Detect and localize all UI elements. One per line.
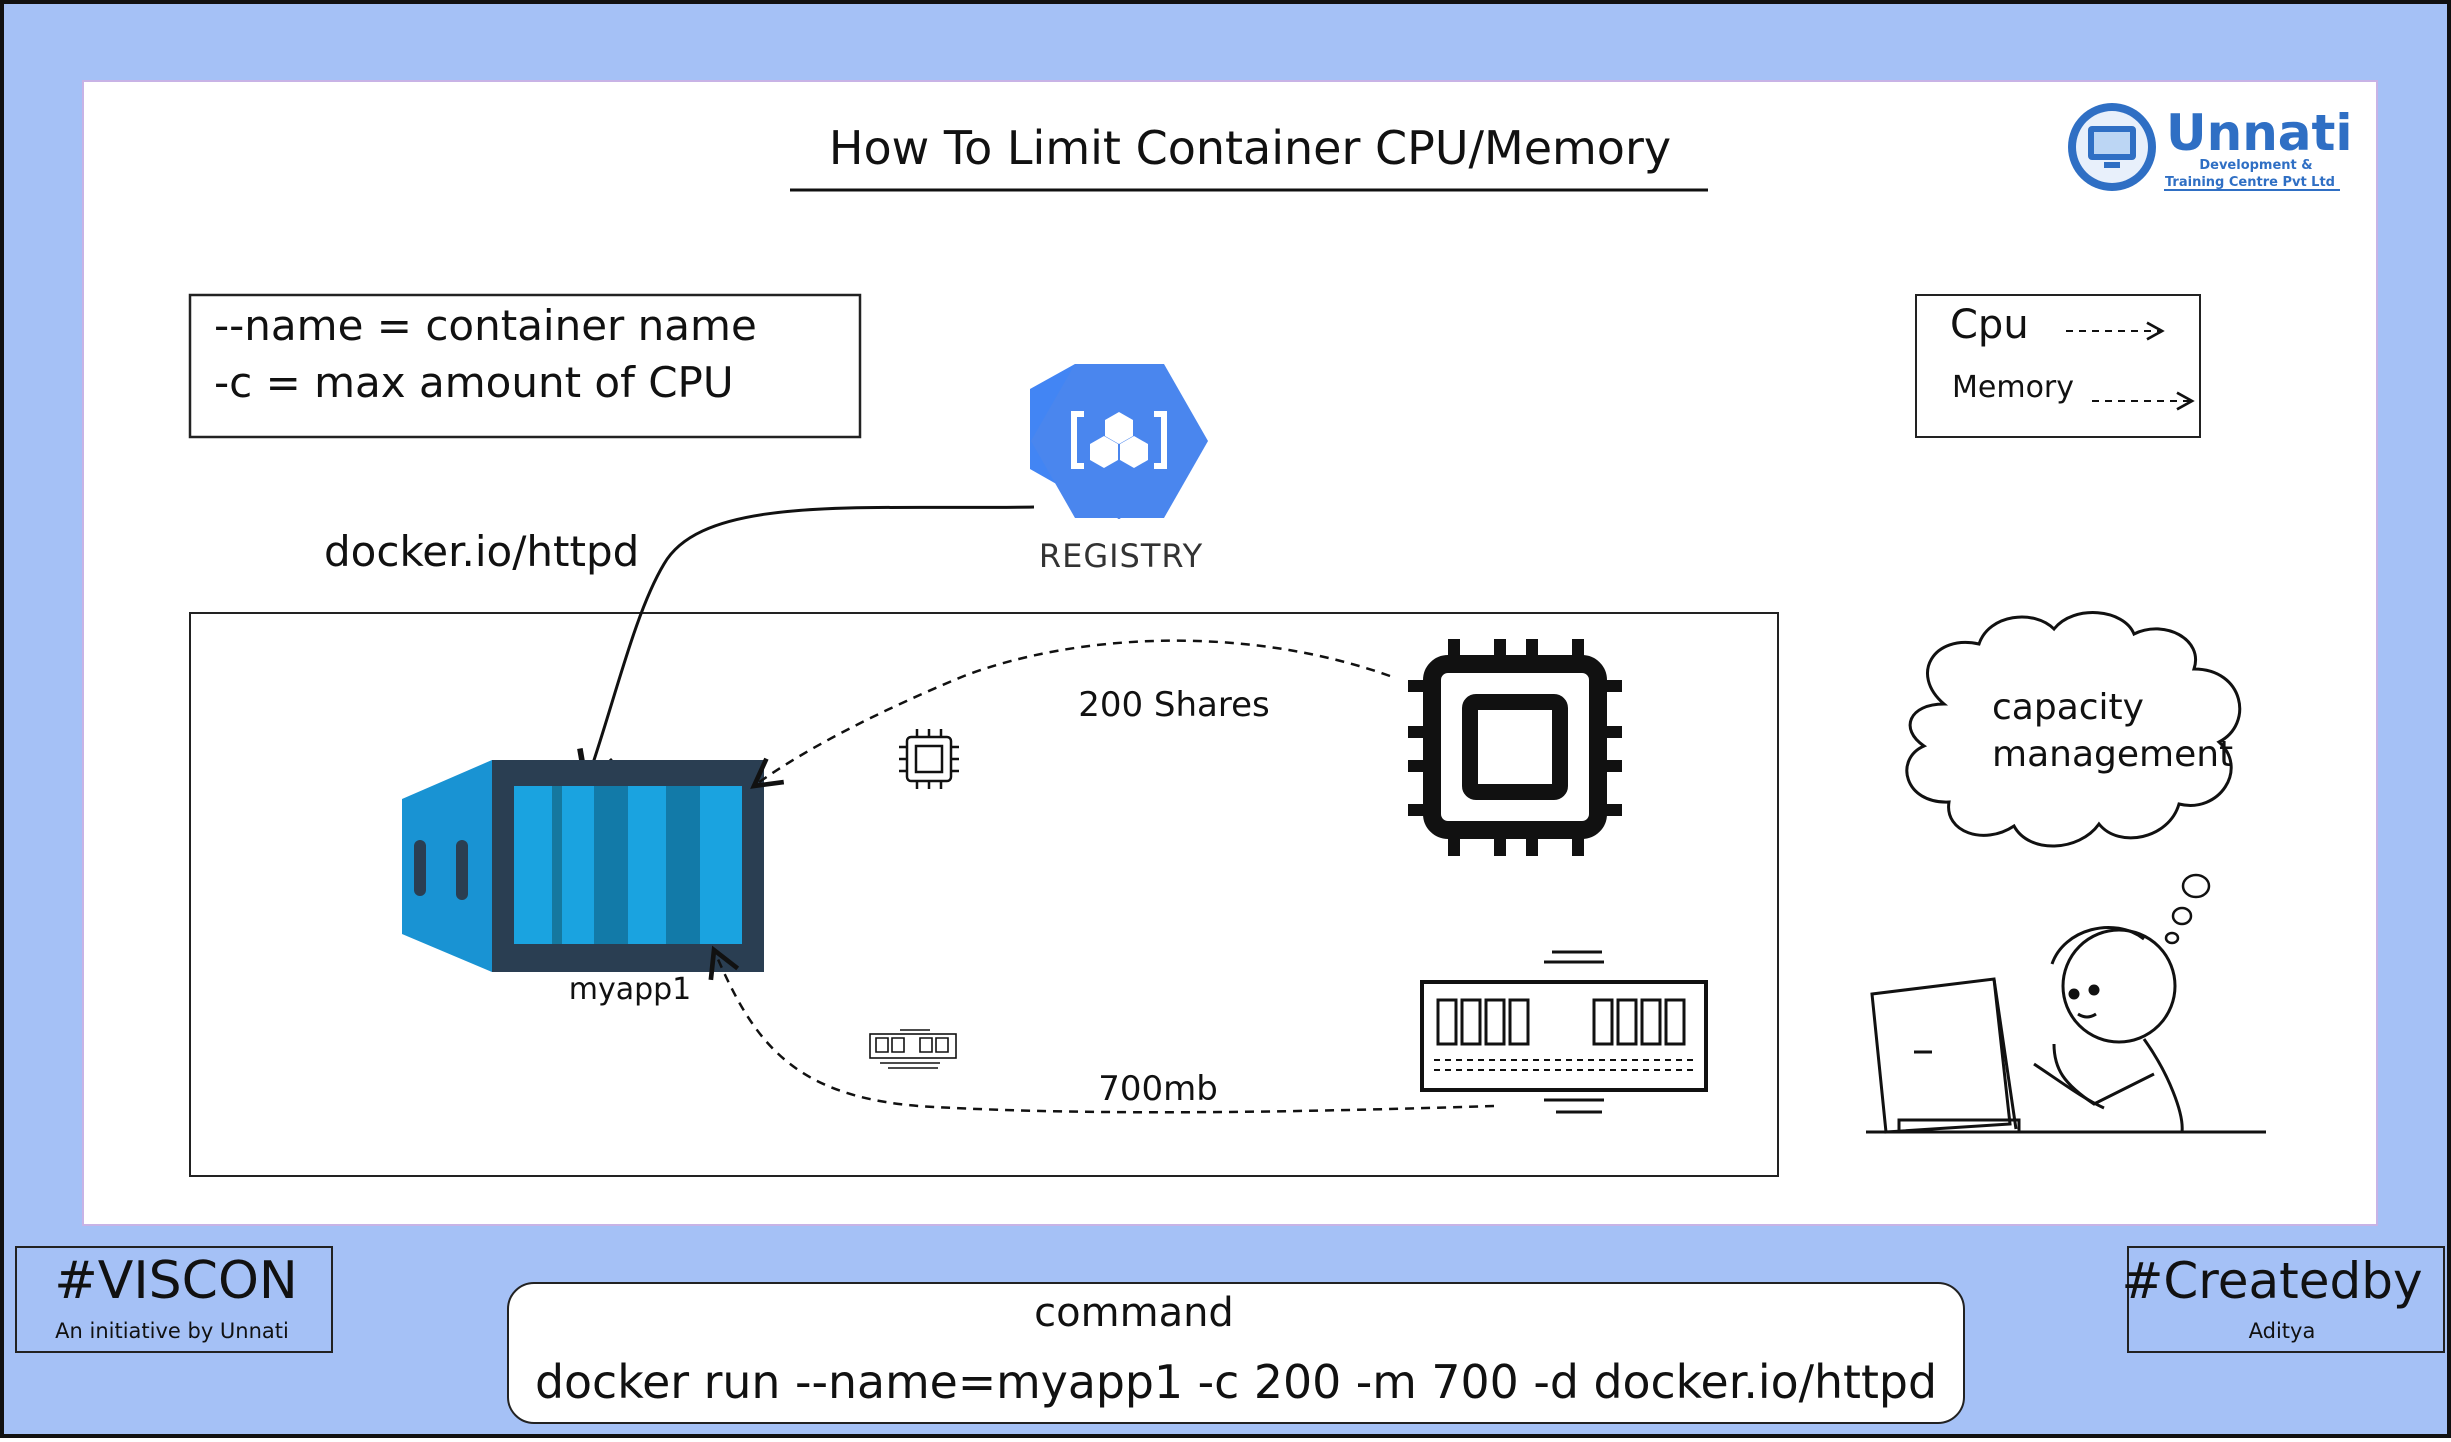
person-at-laptop-icon [1866,925,2266,1134]
thought-bubble-3 [2164,931,2180,945]
image-ref-label: docker.io/httpd [324,527,639,576]
notes-box [188,293,862,439]
cpu-limit-arrow [750,639,1391,789]
notes-line-1: --name = container name [214,301,757,350]
thought-line-2: management [1992,734,2233,775]
diagram-drawing: How To Limit Container CPU/Memory Unnati… [15,103,2445,1424]
legend-box [1915,294,2201,438]
logo-line1: Development & [2199,158,2312,173]
page-title: How To Limit Container CPU/Memory [829,121,1671,175]
registry-label: REGISTRY [1039,537,1203,575]
notes-line-2: -c = max amount of CPU [214,358,734,407]
thought-bubble-1 [2181,873,2211,899]
thought-cloud [1905,611,2242,848]
memory-limit-arrow [708,945,1495,1114]
viscon-subtitle: An initiative by Unnati [55,1319,289,1343]
shipping-container-icon [402,760,764,972]
command-box [507,1282,1965,1424]
container-label: myapp1 [569,972,692,1007]
viscon-badge [15,1246,333,1353]
command-text: docker run --name=myapp1 -c 200 -m 700 -… [535,1355,1937,1409]
memory-limit-label: 700mb [1098,1069,1218,1109]
registry-hexagon-icon [1030,364,1208,519]
legend-cpu-label: Cpu [1950,302,2029,348]
logo-line2: Training Centre Pvt Ltd [2165,175,2335,190]
large-ram-icon [1420,950,1708,1114]
createdby-badge [2127,1246,2445,1353]
small-ram-icon [869,1029,957,1069]
logo-name: Unnati [2166,104,2353,162]
createdby-title: #Createdby [2121,1252,2422,1310]
createdby-subtitle: Aditya [2249,1319,2316,1343]
small-cpu-icon [899,729,959,789]
monitor-logo-icon [2068,103,2156,191]
cpu-shares-label: 200 Shares [1078,685,1270,725]
command-heading: command [1034,1290,1234,1336]
viscon-title: #VISCON [54,1251,298,1311]
large-cpu-icon [1408,639,1622,856]
pull-arrow [577,505,1035,790]
legend-memory-label: Memory [1952,370,2074,405]
thought-bubble-2 [2171,906,2193,926]
thought-line-1: capacity [1992,687,2144,728]
